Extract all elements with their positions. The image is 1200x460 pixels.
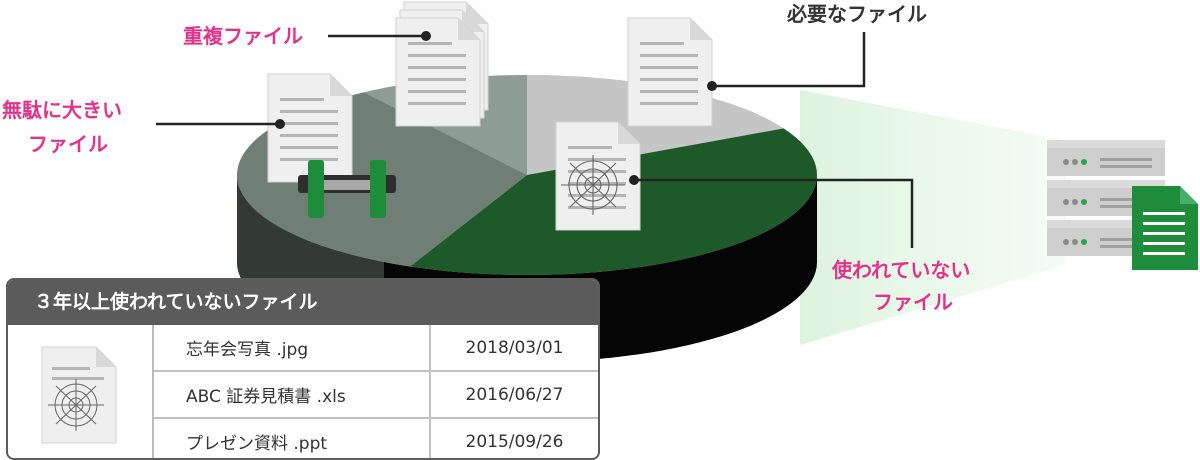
- file-name: プレゼン資料 .ppt: [154, 418, 431, 458]
- file-name: 忘年会写真 .jpg: [154, 325, 431, 372]
- unused-files-table: 忘年会写真 .jpg 2018/03/01 ABC 証券見積書 .xls 201…: [154, 325, 598, 458]
- table-row: ABC 証券見積書 .xls 2016/06/27: [154, 371, 598, 419]
- table-row: 忘年会写真 .jpg 2018/03/01: [154, 325, 598, 372]
- unused-files-panel: ３年以上使われていないファイル: [6, 278, 600, 460]
- label-duplicate: 重複ファイル: [183, 24, 303, 48]
- panel-title: ３年以上使われていないファイル: [8, 280, 598, 325]
- label-needed: 必要なファイル: [786, 2, 927, 26]
- leader-lines: [156, 32, 914, 248]
- needed-file-icon: [627, 17, 713, 127]
- label-large-line1: 無駄に大きい: [2, 98, 122, 122]
- cobweb-file-icon: [41, 346, 117, 444]
- label-unused-line2: ファイル: [873, 290, 953, 314]
- panel-body: 忘年会写真 .jpg 2018/03/01 ABC 証券見積書 .xls 201…: [8, 325, 598, 458]
- label-large-line2: ファイル: [28, 132, 108, 156]
- label-unused-line1: 使われていない: [831, 258, 970, 282]
- table-row: プレゼン資料 .ppt 2015/09/26: [154, 418, 598, 458]
- file-date: 2015/09/26: [465, 431, 564, 452]
- sync-beam: [800, 90, 1065, 345]
- panel-file-icon-cell: [8, 325, 154, 458]
- unused-file-icon: [555, 121, 641, 231]
- spreadsheet-file-icon: [1132, 186, 1198, 270]
- file-date: 2018/03/01: [430, 325, 598, 372]
- file-name: ABC 証券見積書 .xls: [154, 371, 431, 419]
- file-date: 2016/06/27: [430, 371, 598, 419]
- duplicate-files-icon: [395, 1, 489, 127]
- dumbbell-icon: [298, 160, 396, 218]
